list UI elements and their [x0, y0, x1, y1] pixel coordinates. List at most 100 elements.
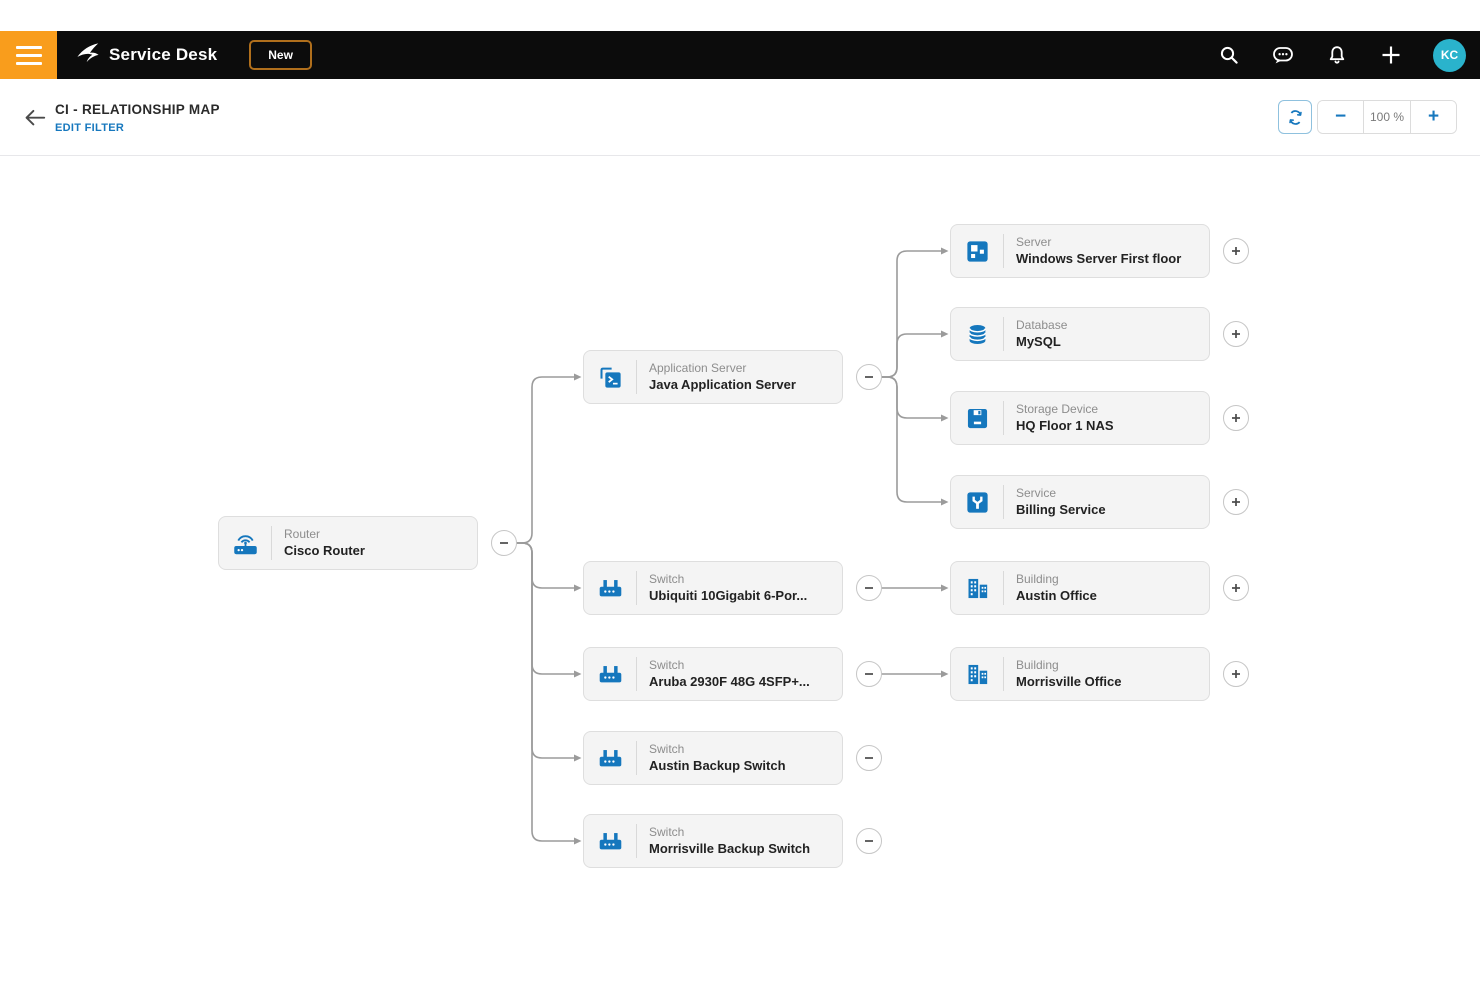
appbar-right-cluster: KC	[1217, 31, 1466, 79]
ci-name-label: Billing Service	[1016, 502, 1106, 517]
chat-icon[interactable]	[1271, 43, 1295, 67]
node-divider	[636, 741, 637, 775]
node-divider	[1003, 485, 1004, 519]
ci-name-label: HQ Floor 1 NAS	[1016, 418, 1114, 433]
expand-badge-service[interactable]	[1223, 489, 1249, 515]
node-text: Storage Device HQ Floor 1 NAS	[1016, 402, 1114, 434]
node-divider	[1003, 234, 1004, 268]
collapse-badge-router[interactable]	[491, 530, 517, 556]
server-icon	[964, 238, 991, 265]
ci-type-label: Switch	[649, 742, 685, 756]
zoom-out-button[interactable]: −	[1318, 101, 1363, 133]
solarwinds-logo-icon	[75, 40, 100, 70]
ci-name-label: Windows Server First floor	[1016, 251, 1182, 266]
ci-name-label: Austin Backup Switch	[649, 758, 786, 773]
hamburger-menu-button[interactable]	[0, 31, 57, 79]
page-toolbar: CI - RELATIONSHIP MAP EDIT FILTER − 100 …	[0, 79, 1480, 156]
page-title: CI - RELATIONSHIP MAP	[55, 102, 220, 117]
user-avatar[interactable]: KC	[1433, 38, 1466, 72]
ci-name-label: Ubiquiti 10Gigabit 6-Por...	[649, 588, 808, 603]
ci-type-label: Building	[1016, 658, 1059, 672]
collapse-badge-switch3[interactable]	[856, 745, 882, 771]
ci-node-storage[interactable]: Storage Device HQ Floor 1 NAS	[950, 391, 1210, 445]
service-wrench-icon	[964, 489, 991, 516]
ci-type-label: Switch	[649, 658, 685, 672]
switch-icon	[597, 745, 624, 772]
node-divider	[636, 824, 637, 858]
ci-type-label: Server	[1016, 235, 1052, 249]
ci-name-label: Aruba 2930F 48G 4SFP+...	[649, 674, 810, 689]
add-plus-icon[interactable]	[1379, 43, 1403, 67]
ci-type-label: Switch	[649, 825, 685, 839]
collapse-badge-switch1[interactable]	[856, 575, 882, 601]
router-icon	[232, 530, 259, 557]
application-server-icon	[597, 364, 624, 391]
database-icon	[964, 321, 991, 348]
ci-name-label: MySQL	[1016, 334, 1061, 349]
map-zoom-controls: − 100 % +	[1278, 100, 1457, 134]
new-button[interactable]: New	[249, 40, 312, 70]
search-icon[interactable]	[1217, 43, 1241, 67]
edit-filter-link[interactable]: EDIT FILTER	[55, 122, 125, 134]
zoom-in-button[interactable]: +	[1411, 101, 1456, 133]
title-block: CI - RELATIONSHIP MAP EDIT FILTER	[55, 102, 220, 136]
brand: Service Desk	[75, 40, 217, 70]
node-divider	[636, 571, 637, 605]
ci-type-label: Service	[1016, 486, 1057, 500]
notifications-bell-icon[interactable]	[1325, 43, 1349, 67]
collapse-badge-switch4[interactable]	[856, 828, 882, 854]
expand-badge-building1[interactable]	[1223, 575, 1249, 601]
node-divider	[636, 657, 637, 691]
switch-icon	[597, 828, 624, 855]
switch-icon	[597, 661, 624, 688]
collapse-badge-switch2[interactable]	[856, 661, 882, 687]
expand-badge-server[interactable]	[1223, 238, 1249, 264]
browser-top-strip	[0, 0, 1480, 31]
ci-name-label: Morrisville Backup Switch	[649, 841, 811, 856]
app-header: Service Desk New	[0, 31, 1480, 79]
node-divider	[271, 526, 272, 560]
node-divider	[1003, 317, 1004, 351]
zoom-group: − 100 % +	[1317, 100, 1457, 134]
zoom-level: 100 %	[1363, 101, 1411, 133]
ci-type-label: Building	[1016, 572, 1059, 586]
ci-type-label: Application Server	[649, 361, 747, 375]
node-divider	[636, 360, 637, 394]
back-arrow-icon[interactable]	[22, 105, 48, 131]
expand-badge-storage[interactable]	[1223, 405, 1249, 431]
ci-name-label: Java Application Server	[649, 377, 796, 392]
refresh-fit-icon[interactable]	[1278, 100, 1312, 134]
ci-name-label: Morrisville Office	[1016, 674, 1122, 689]
expand-badge-building2[interactable]	[1223, 661, 1249, 687]
ci-name-label: Austin Office	[1016, 588, 1097, 603]
ci-type-label: Storage Device	[1016, 402, 1099, 416]
ci-type-label: Switch	[649, 572, 685, 586]
expand-badge-database[interactable]	[1223, 321, 1249, 347]
ci-type-label: Database	[1016, 318, 1068, 332]
ci-type-label: Router	[284, 527, 321, 541]
ci-name-label: Cisco Router	[284, 543, 365, 558]
collapse-badge-appserver[interactable]	[856, 364, 882, 390]
